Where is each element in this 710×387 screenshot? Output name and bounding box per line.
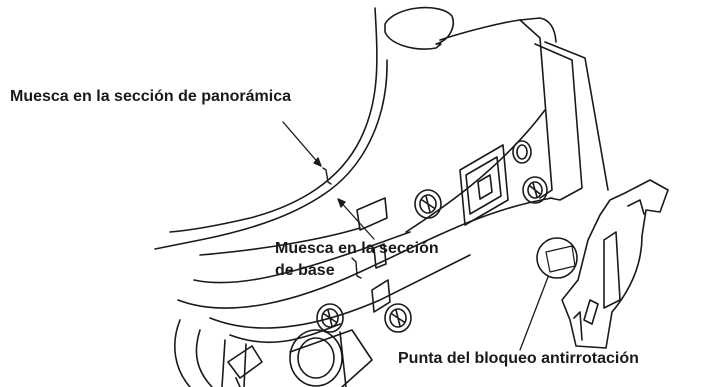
base-notch-label-line2: de base [275, 262, 335, 279]
audio-jack [512, 140, 532, 164]
screw-lower-right [384, 303, 412, 333]
pan-section [154, 7, 388, 250]
pan-notch-label: Muesca en la sección de panorámica [10, 88, 292, 105]
lan-port [459, 144, 509, 226]
bnc-connector [289, 329, 373, 387]
screw-upper-left [414, 189, 442, 219]
base-notch-leader [337, 198, 375, 240]
base-housing [174, 17, 609, 387]
lock-tip-magnifier [536, 237, 578, 279]
screw-lower-left [316, 303, 344, 333]
leader-lines [282, 121, 549, 351]
screw-upper-right [522, 176, 548, 204]
lock-tip-leader [519, 276, 549, 351]
pan-notch-leader [282, 121, 322, 167]
screws [316, 176, 548, 333]
top-cap [384, 6, 454, 50]
base-notch-label-line1: Muesca en la sección [275, 240, 439, 257]
antirotation-lock [561, 179, 669, 349]
antirotation-tip-label: Punta del bloqueo antirrotación [398, 350, 639, 367]
